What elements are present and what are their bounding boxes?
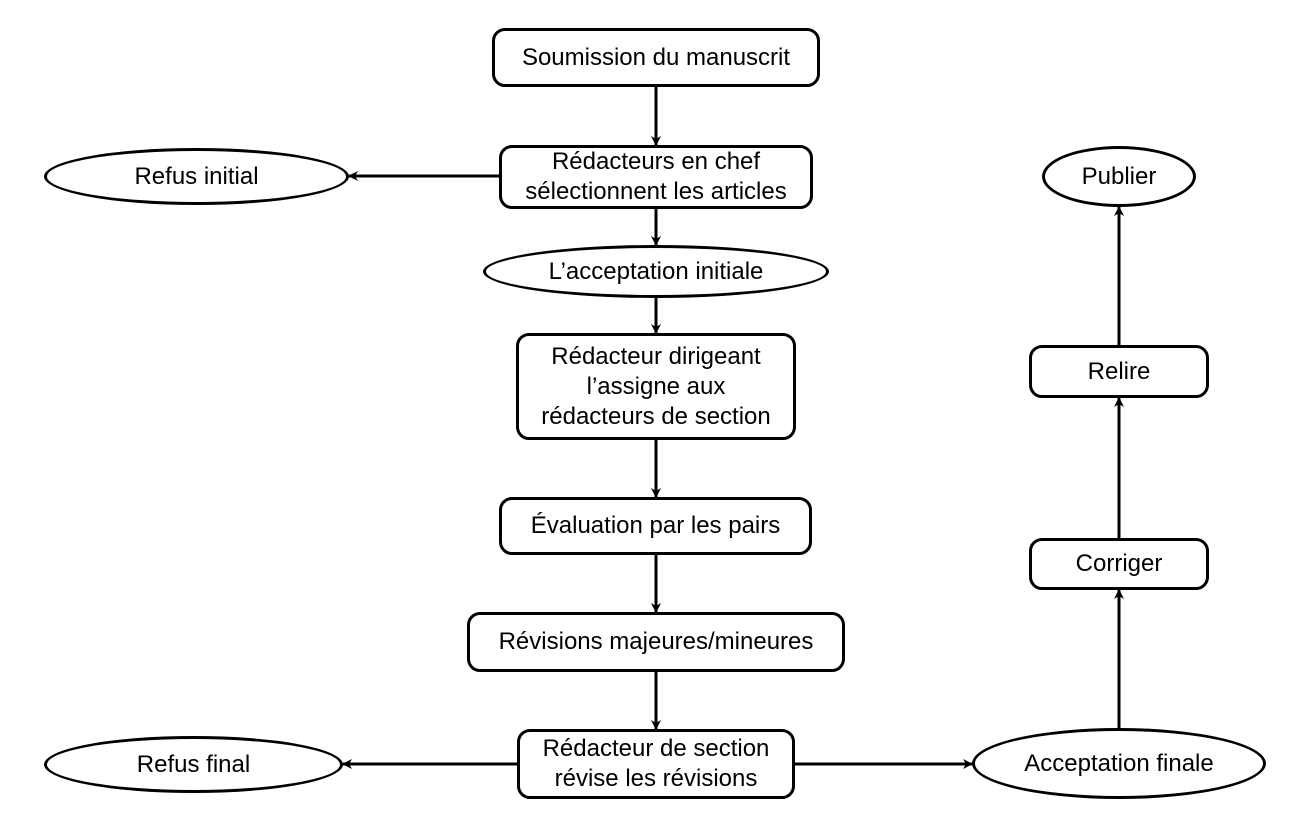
- correct-label: Corriger: [1075, 550, 1163, 577]
- chief-editors-label-line2: sélectionnent les articles: [525, 178, 787, 205]
- initial-rejection-label: Refus initial: [134, 162, 259, 190]
- final-acceptance-ellipse: Acceptation finale: [972, 728, 1266, 799]
- lead-editor-label-line2: l’assigne aux: [586, 372, 726, 400]
- publish-ellipse: Publier: [1042, 146, 1196, 207]
- proofread-box: Relire: [1029, 345, 1209, 398]
- peer-review-box: Évaluation par les pairs: [499, 497, 812, 555]
- section-editor-box: Rédacteur de section révise les révision…: [517, 729, 795, 799]
- revisions-label: Révisions majeures/mineures: [498, 628, 814, 655]
- peer-review-label: Évaluation par les pairs: [530, 512, 781, 539]
- final-rejection-label: Refus final: [136, 750, 251, 778]
- chief-editors-box: Rédacteurs en chef sélectionnent les art…: [499, 145, 813, 209]
- chief-editors-label-line1: Rédacteurs en chef: [551, 148, 761, 175]
- proofread-label: Relire: [1087, 357, 1151, 385]
- final-rejection-ellipse: Refus final: [44, 736, 343, 793]
- publish-label: Publier: [1081, 162, 1157, 190]
- submission-box: Soumission du manuscrit: [492, 28, 820, 87]
- lead-editor-label-line3: rédacteurs de section: [541, 402, 771, 430]
- correct-box: Corriger: [1029, 538, 1209, 590]
- final-acceptance-label: Acceptation finale: [1024, 749, 1214, 777]
- section-editor-label-line2: révise les révisions: [554, 765, 758, 792]
- submission-label: Soumission du manuscrit: [521, 43, 791, 71]
- lead-editor-box: Rédacteur dirigeant l’assigne aux rédact…: [516, 333, 796, 440]
- initial-acceptance-label: L’acceptation initiale: [548, 257, 764, 285]
- lead-editor-label-line1: Rédacteur dirigeant: [551, 342, 761, 370]
- initial-rejection-ellipse: Refus initial: [44, 148, 349, 205]
- section-editor-label-line1: Rédacteur de section: [542, 735, 770, 762]
- revisions-box: Révisions majeures/mineures: [467, 612, 845, 672]
- initial-acceptance-ellipse: L’acceptation initiale: [483, 245, 829, 298]
